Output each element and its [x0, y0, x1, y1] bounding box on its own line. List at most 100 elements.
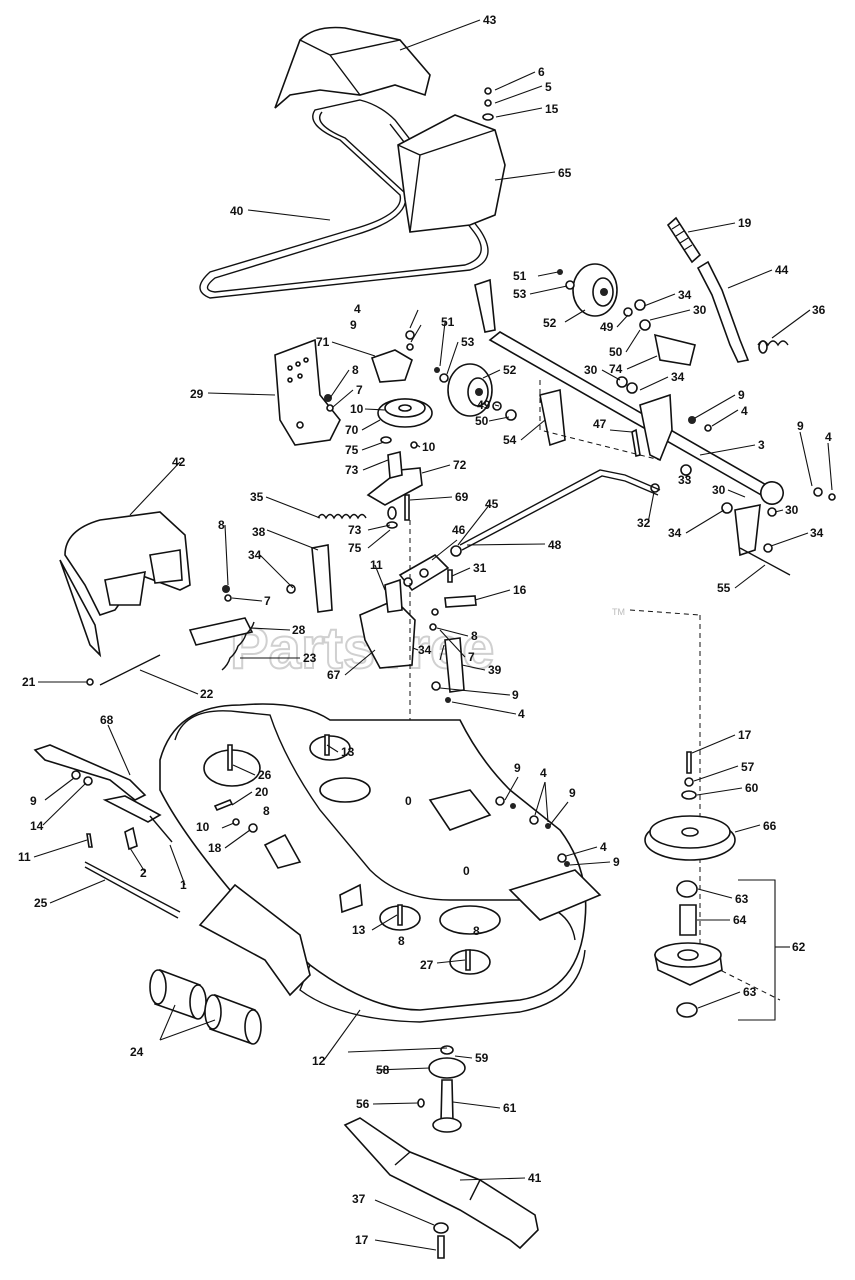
callout-6: 6	[538, 65, 545, 79]
callout-60: 60	[745, 781, 759, 795]
callout-21: 21	[22, 675, 36, 689]
callout-9h: 9	[613, 855, 620, 869]
callout-9f: 9	[514, 761, 521, 775]
rod-48[interactable]	[459, 469, 661, 551]
callout-40: 40	[230, 204, 244, 218]
hanger-arm-68[interactable]	[33, 744, 162, 823]
callout-53b: 53	[461, 335, 475, 349]
callout-38: 38	[252, 525, 266, 539]
idler-bracket-29[interactable]	[274, 338, 341, 446]
bracket-28[interactable]	[188, 617, 254, 646]
callout-10b: 10	[422, 440, 436, 454]
callout-51a: 51	[513, 269, 527, 283]
callout-8f: 8	[473, 924, 480, 938]
callout-30c: 30	[712, 483, 726, 497]
pin-16[interactable]	[444, 595, 477, 608]
callout-4b: 4	[825, 430, 832, 444]
spindle-shaft-61[interactable]	[417, 1045, 466, 1133]
callout-52a: 52	[543, 316, 557, 330]
spindle-hardware-17-57-60[interactable]	[681, 751, 697, 800]
spring-23[interactable]	[221, 621, 255, 671]
callout-48: 48	[548, 538, 562, 552]
blade-41[interactable]	[343, 1117, 539, 1250]
callout-63b: 63	[743, 985, 757, 999]
callout-43: 43	[483, 13, 497, 27]
callout-4d: 4	[518, 707, 525, 721]
discharge-deflector-42[interactable]	[59, 511, 191, 658]
callout-4f: 4	[600, 840, 607, 854]
callout-45: 45	[485, 497, 499, 511]
callout-28: 28	[292, 623, 306, 637]
drive-belt-40[interactable]	[199, 99, 489, 299]
spindle-assembly-62[interactable]	[654, 879, 776, 1021]
callout-73a: 73	[345, 463, 359, 477]
callout-69: 69	[455, 490, 469, 504]
roller-bracket[interactable]	[198, 883, 311, 997]
callout-8c: 8	[263, 804, 270, 818]
callout-4a: 4	[741, 404, 748, 418]
idler-hardware[interactable]	[324, 330, 418, 529]
rod-25[interactable]	[84, 861, 181, 919]
callout-30d: 30	[785, 503, 799, 517]
pins-1-2-11[interactable]	[86, 815, 173, 851]
callout-9a: 9	[738, 388, 745, 402]
callout-46: 46	[452, 523, 466, 537]
rod-22[interactable]	[99, 654, 161, 686]
callout-11b: 11	[18, 850, 31, 864]
callout-42: 42	[172, 455, 186, 469]
callout-73b: 73	[348, 523, 362, 537]
callout-25: 25	[34, 896, 48, 910]
spindle-pulley-66[interactable]	[644, 815, 736, 861]
bracket-38[interactable]	[311, 544, 333, 613]
callout-7c: 7	[264, 594, 271, 608]
pin-46[interactable]	[398, 554, 450, 592]
hardware-6-5-15[interactable]	[482, 87, 494, 121]
callout-8d: 8	[218, 518, 225, 532]
callout-10c: 10	[196, 820, 210, 834]
callout-71: 71	[316, 335, 330, 349]
callout-65: 65	[558, 166, 572, 180]
callout-16: 16	[513, 583, 527, 597]
deck-bolts[interactable]	[213, 734, 570, 971]
callout-72: 72	[453, 458, 467, 472]
lift-lever-44[interactable]	[696, 260, 750, 363]
bracket-71[interactable]	[370, 349, 413, 383]
lift-shaft-3[interactable]	[474, 278, 784, 505]
callout-8b: 8	[471, 629, 478, 643]
callout-5: 5	[545, 80, 552, 94]
callout-34c: 34	[668, 526, 682, 540]
callout-53a: 53	[513, 287, 527, 301]
link-arm-55[interactable]	[734, 504, 791, 576]
gauge-wheel-52-lower[interactable]	[447, 363, 493, 417]
callout-50a: 50	[609, 345, 623, 359]
belt-shield-65[interactable]	[397, 114, 506, 233]
spring-36[interactable]	[757, 340, 789, 354]
center-small-hardware[interactable]	[222, 545, 462, 703]
callout-1: 1	[180, 878, 187, 892]
callout-39: 39	[488, 663, 502, 677]
leader-lines	[33, 19, 833, 1251]
callout-9c: 9	[350, 318, 357, 332]
gauge-wheel-52-upper[interactable]	[572, 263, 618, 317]
callout-30b: 30	[584, 363, 598, 377]
spring-35[interactable]	[317, 513, 367, 520]
callout-55: 55	[717, 581, 731, 595]
callout-0b: 0	[463, 864, 470, 878]
callout-49b: 49	[477, 398, 491, 412]
callout-29: 29	[190, 387, 204, 401]
callout-15: 15	[545, 102, 559, 116]
callout-12: 12	[312, 1054, 326, 1068]
mower-deck-12[interactable]	[159, 703, 602, 1023]
callout-9b: 9	[797, 419, 804, 433]
idler-pulley-70[interactable]	[377, 398, 433, 428]
blade-hardware-37-17[interactable]	[433, 1222, 449, 1259]
hardware-21[interactable]	[86, 678, 94, 686]
rollers-24[interactable]	[149, 968, 262, 1045]
belt-cover-43[interactable]	[274, 26, 431, 109]
callout-9d: 9	[512, 688, 519, 702]
callout-70: 70	[345, 423, 359, 437]
idler-arm-72[interactable]	[366, 450, 423, 506]
grip-19[interactable]	[666, 216, 702, 264]
callout-56: 56	[356, 1097, 370, 1111]
small-hardware-right[interactable]	[434, 269, 836, 553]
